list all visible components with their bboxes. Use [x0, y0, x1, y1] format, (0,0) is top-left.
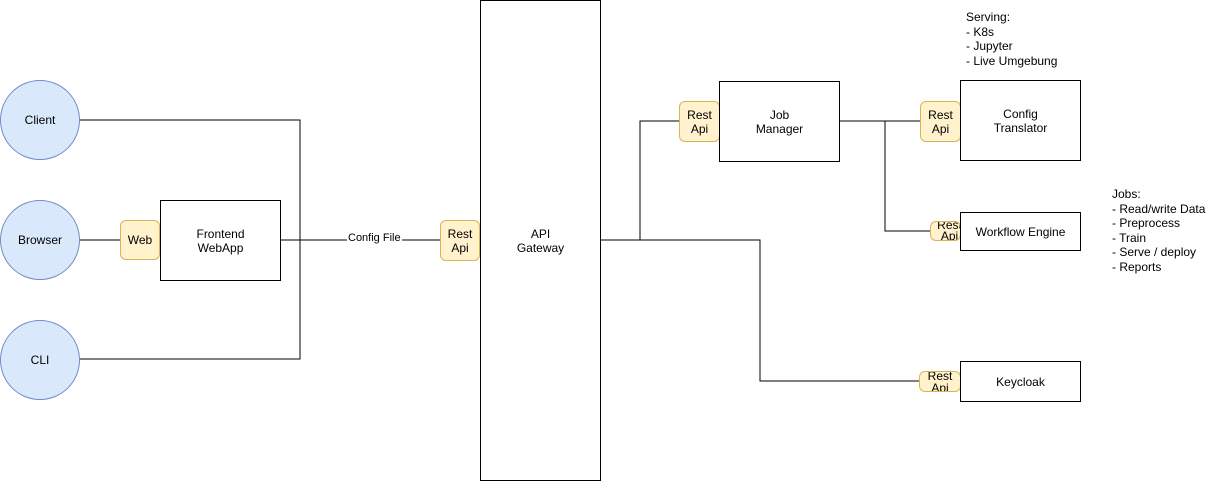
keycloak-label: Keycloak [996, 374, 1045, 389]
frontend-web-port: Web [120, 220, 160, 260]
serving-note-title: Serving: [966, 10, 1011, 24]
serving-note-item: - Live Umgebung [966, 53, 1058, 68]
config-translator-port-line2: Api [931, 121, 950, 136]
keycloak-port-line1: Rest [927, 371, 953, 383]
browser-label: Browser [17, 233, 62, 247]
gateway-rest-api-port: Rest Api [440, 220, 480, 261]
config-translator-label-line1: Config [1003, 106, 1038, 121]
jobs-note-title: Jobs: [1112, 187, 1141, 201]
cli-label: CLI [30, 353, 50, 367]
gateway-port-line2: Api [451, 240, 469, 255]
jobs-note: Jobs: - Read/write Data - Preprocess - T… [1112, 187, 1205, 274]
workflow-engine-rest-api-port: Rest Api [930, 221, 961, 241]
client-label: Client [24, 113, 56, 127]
gateway-to-job-manager-line [639, 120, 680, 240]
job-manager-port-line2: Api [690, 121, 709, 136]
workflow-engine-label: Workflow Engine [975, 224, 1066, 239]
client-node: Client [0, 80, 80, 160]
gateway-label-line2: Gateway [516, 240, 565, 255]
jobs-note-item: - Reports [1112, 259, 1162, 274]
jobs-note-item: - Read/write Data [1112, 201, 1206, 216]
serving-note: Serving: - K8s - Jupyter - Live Umgebung [966, 10, 1057, 68]
config-file-edge-label: Config File [347, 232, 402, 244]
config-translator-label-line2: Translator [993, 120, 1048, 135]
keycloak-rest-api-port: Rest Api [919, 371, 961, 392]
gateway-port-line1: Rest [447, 226, 473, 241]
config-translator-port-line1: Rest [928, 107, 953, 122]
serving-note-item: - Jupyter [966, 39, 1013, 53]
gateway-label-line1: API [530, 226, 551, 241]
job-manager-box: Job Manager [719, 81, 840, 162]
workflow-engine-port-line1: Rest [937, 221, 961, 232]
config-translator-rest-api-port: Rest Api [920, 101, 961, 142]
config-translator-box: Config Translator [960, 80, 1081, 161]
cli-node: CLI [0, 320, 80, 400]
serving-note-item: - K8s [966, 24, 995, 39]
job-manager-port-line1: Rest [687, 107, 712, 122]
job-manager-to-workflow-engine-line [884, 121, 931, 232]
api-gateway-box: API Gateway [480, 0, 601, 481]
job-manager-label-line2: Manager [755, 121, 804, 136]
job-manager-rest-api-port: Rest Api [679, 101, 720, 142]
cli-to-gateway-line [80, 240, 301, 360]
frontend-webapp-box: Frontend WebApp [160, 200, 281, 281]
jobs-note-item: - Preprocess [1112, 216, 1181, 230]
jobs-note-item: - Serve / deploy [1112, 245, 1197, 259]
client-to-gateway-line [80, 119, 301, 240]
frontend-label-line1: Frontend [196, 226, 245, 241]
frontend-label-line2: WebApp [197, 240, 244, 255]
workflow-engine-box: Workflow Engine [960, 212, 1081, 251]
browser-node: Browser [0, 200, 80, 280]
gateway-to-keycloak-line [640, 239, 920, 382]
keycloak-port-line2: Api [931, 380, 949, 392]
jobs-note-item: - Train [1112, 230, 1147, 245]
keycloak-box: Keycloak [960, 361, 1081, 402]
workflow-engine-port-line2: Api [940, 229, 959, 241]
frontend-web-port-label: Web [127, 233, 153, 247]
job-manager-label-line1: Job [769, 107, 790, 122]
